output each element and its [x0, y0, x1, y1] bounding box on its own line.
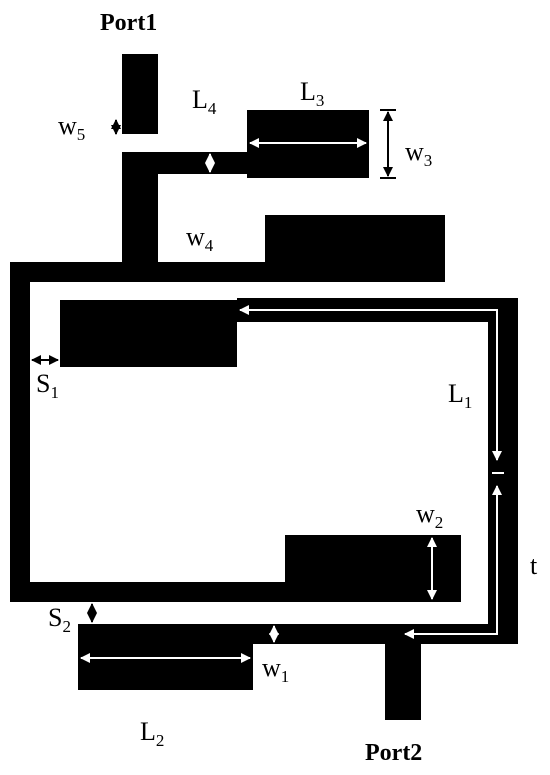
ring-top-arm — [10, 262, 280, 282]
port1-feed-line — [122, 54, 158, 134]
w1-label: w1 — [262, 653, 289, 686]
L2-label: L2 — [140, 717, 164, 750]
port1-lower-feed — [122, 152, 158, 264]
w2-label: w2 — [416, 499, 443, 532]
w5-label: w5 — [58, 111, 85, 144]
port1-label: Port1 — [100, 10, 157, 36]
L1-loop-right — [488, 298, 518, 644]
S2-label: S2 — [48, 603, 71, 636]
L1-label: L1 — [448, 379, 472, 412]
port2-label: Port2 — [365, 740, 422, 766]
L4-label: L4 — [192, 85, 217, 118]
L1-dimension-path-upper — [239, 305, 502, 461]
L1-dimension-path-lower — [404, 485, 502, 639]
t-label: t — [530, 551, 538, 580]
L3-label: L3 — [300, 77, 324, 110]
upper-inner-stub — [60, 300, 237, 367]
S1-label: S1 — [36, 369, 59, 402]
port2-feed-line — [385, 644, 421, 720]
w4-label: w4 — [186, 222, 214, 255]
top-right-stub — [265, 215, 445, 282]
ring-left-arm — [10, 262, 30, 602]
L4-coupled-line — [158, 152, 248, 174]
w3-label: w3 — [405, 137, 432, 170]
w2-stub — [285, 535, 461, 602]
ring-bottom-arm — [10, 582, 288, 602]
